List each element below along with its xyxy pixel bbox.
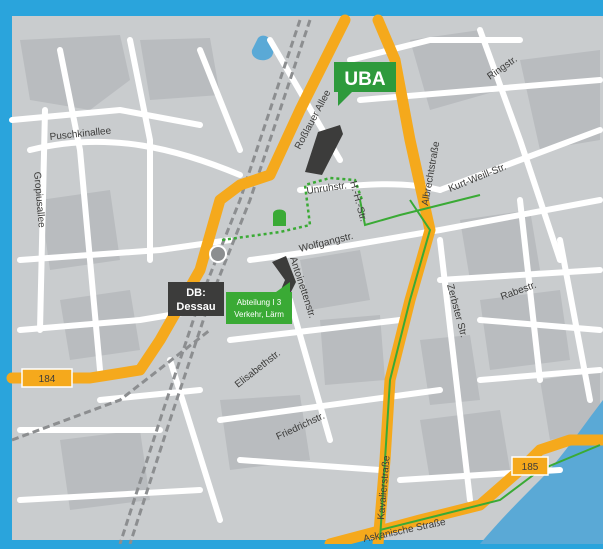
river bbox=[480, 400, 603, 544]
parking-marker-icon bbox=[273, 209, 286, 226]
department-box-bg bbox=[226, 292, 292, 324]
route-green bbox=[359, 194, 601, 541]
department-box: Abteilung I 3 Verkehr, Lärm bbox=[226, 282, 292, 324]
uba-label: UBA bbox=[344, 69, 385, 90]
uba-building bbox=[305, 125, 343, 175]
route-footpath bbox=[221, 176, 364, 242]
route-kurt-weill bbox=[359, 194, 481, 227]
station-label-line1: DB: bbox=[186, 287, 206, 299]
road-shield-185-bg bbox=[511, 456, 549, 476]
department-box-pointer bbox=[276, 282, 290, 292]
station-circle-icon bbox=[209, 245, 227, 263]
uba-flag: UBA bbox=[334, 62, 396, 106]
station-box-bg bbox=[168, 282, 224, 316]
road-shield-185-label: 185 bbox=[522, 462, 539, 473]
station-box: DB: Dessau bbox=[168, 282, 224, 316]
road-shield-184-bg bbox=[21, 368, 73, 388]
road-shield-185: 185 bbox=[511, 456, 549, 476]
department-label-line1: Abteilung I 3 bbox=[237, 298, 282, 307]
department-label-line2: Verkehr, Lärm bbox=[234, 310, 284, 319]
uba-flag-box bbox=[334, 62, 396, 92]
road-shield-184: 184 bbox=[21, 368, 73, 388]
road-184-path bbox=[6, 14, 351, 384]
route-along-albrecht bbox=[379, 199, 432, 541]
station-label-line2: Dessau bbox=[176, 301, 215, 313]
city-blocks bbox=[20, 30, 600, 510]
route-askanische bbox=[379, 444, 601, 531]
street-gropiusallee: Gropiusallee bbox=[31, 171, 47, 228]
road-shield-184-label: 184 bbox=[39, 374, 56, 385]
uba-flag-tail bbox=[338, 92, 352, 106]
